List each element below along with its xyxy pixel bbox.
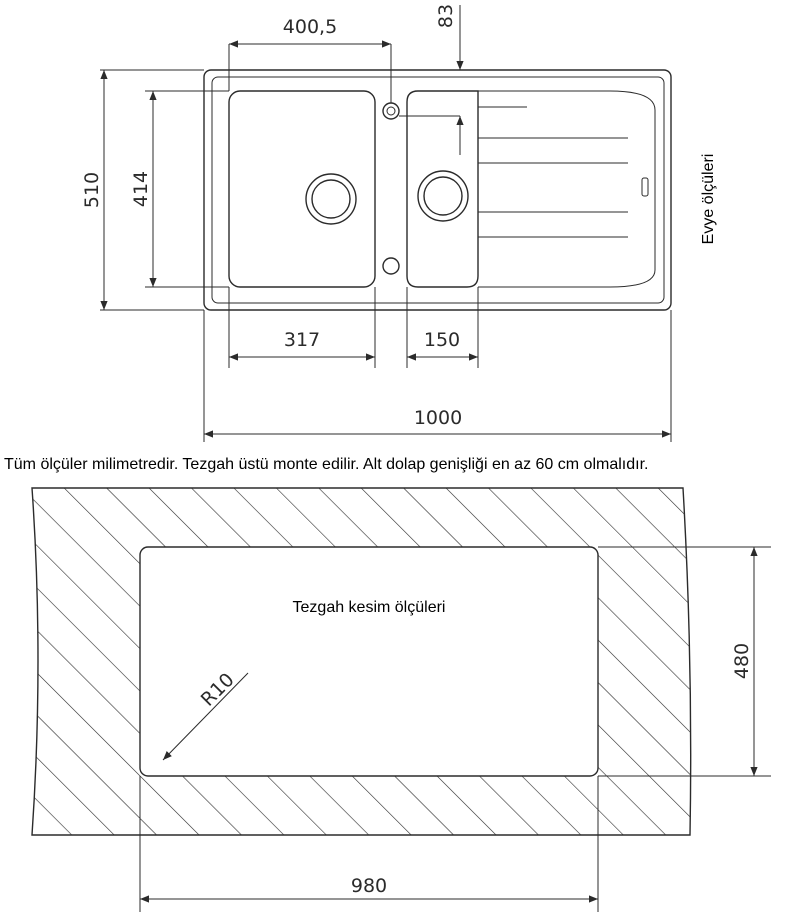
- sink-inner-rim: [211, 76, 665, 304]
- dim-text-400-5: 400,5: [283, 16, 337, 38]
- small-bowl: [406, 90, 479, 288]
- small-drain: [417, 170, 469, 222]
- drainboard: [478, 90, 656, 288]
- dim-text-83: 83: [435, 4, 457, 28]
- cutout-title: Tezgah kesim ölçüleri: [293, 599, 446, 616]
- radius-leader: [162, 672, 249, 761]
- dim-text-414: 414: [130, 171, 152, 207]
- dim-text-980: 980: [351, 875, 387, 897]
- main-bowl: [228, 90, 376, 288]
- dim-text-317: 317: [284, 329, 320, 351]
- overflow-hole: [382, 257, 400, 275]
- sink-top-view: 400,5 83 510 414 317 150 1000 Evye ölçül…: [81, 4, 717, 442]
- dim-text-510: 510: [81, 172, 103, 208]
- notice-text: Tüm ölçüler milimetredir. Tezgah üstü mo…: [4, 456, 648, 473]
- countertop-cutout-view: Tezgah kesim ölçüleri R10 480 980: [31, 487, 771, 912]
- sink-outer-edge: [203, 69, 672, 311]
- dim-text-150: 150: [424, 329, 460, 351]
- cutout-opening: [139, 546, 599, 777]
- dim-text-1000: 1000: [414, 407, 462, 429]
- countertop-hatch: [32, 488, 691, 835]
- sink-side-label: Evye ölçüleri: [700, 154, 717, 245]
- main-drain: [305, 173, 357, 225]
- dim-text-480: 480: [731, 643, 753, 679]
- countertop-edge: [31, 487, 692, 836]
- tap-hole: [382, 102, 400, 120]
